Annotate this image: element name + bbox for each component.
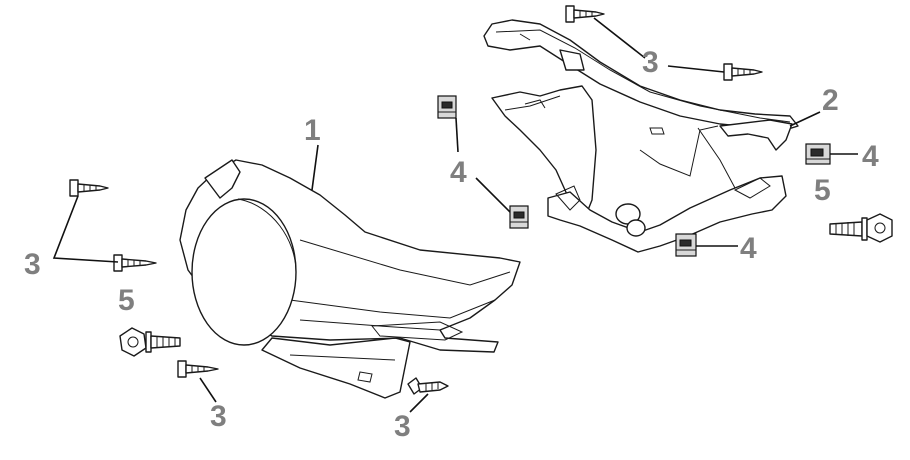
front-handlebar-cover [179, 159, 521, 399]
clip-nut-upper-left [437, 95, 457, 119]
callout-5-left: 5 [118, 284, 135, 317]
callout-3-bottom-left: 3 [210, 400, 227, 433]
callout-4-right-upper: 4 [862, 140, 879, 173]
tapping-screw-top [565, 5, 605, 23]
callout-5-right: 5 [814, 174, 831, 207]
tapping-screw-left-lower [113, 254, 157, 272]
callout-1: 1 [304, 114, 321, 147]
clip-nut-lower-left [509, 205, 529, 229]
tapping-screw-bottom-center [407, 377, 449, 395]
callout-4-right-lower: 4 [740, 232, 757, 265]
callout-3-bottom-center: 3 [394, 410, 411, 443]
flange-bolt-right [829, 213, 893, 243]
callout-3-top-right: 3 [642, 46, 659, 79]
flange-bolt-left [119, 327, 181, 357]
clip-nut-right-lower [675, 233, 697, 257]
callout-2: 2 [822, 84, 839, 117]
callout-4-left: 4 [450, 156, 467, 189]
tapping-screw-right [723, 63, 763, 81]
rear-handlebar-cover [483, 19, 799, 253]
tapping-screw-left-upper [69, 179, 109, 197]
tapping-screw-bottom-left [177, 360, 219, 378]
callout-labels: 1 2 3 3 3 3 4 4 4 5 5 [24, 46, 879, 443]
callout-3-left: 3 [24, 248, 41, 281]
leader-lines [52, 17, 858, 413]
clip-nut-right-upper [805, 143, 831, 165]
